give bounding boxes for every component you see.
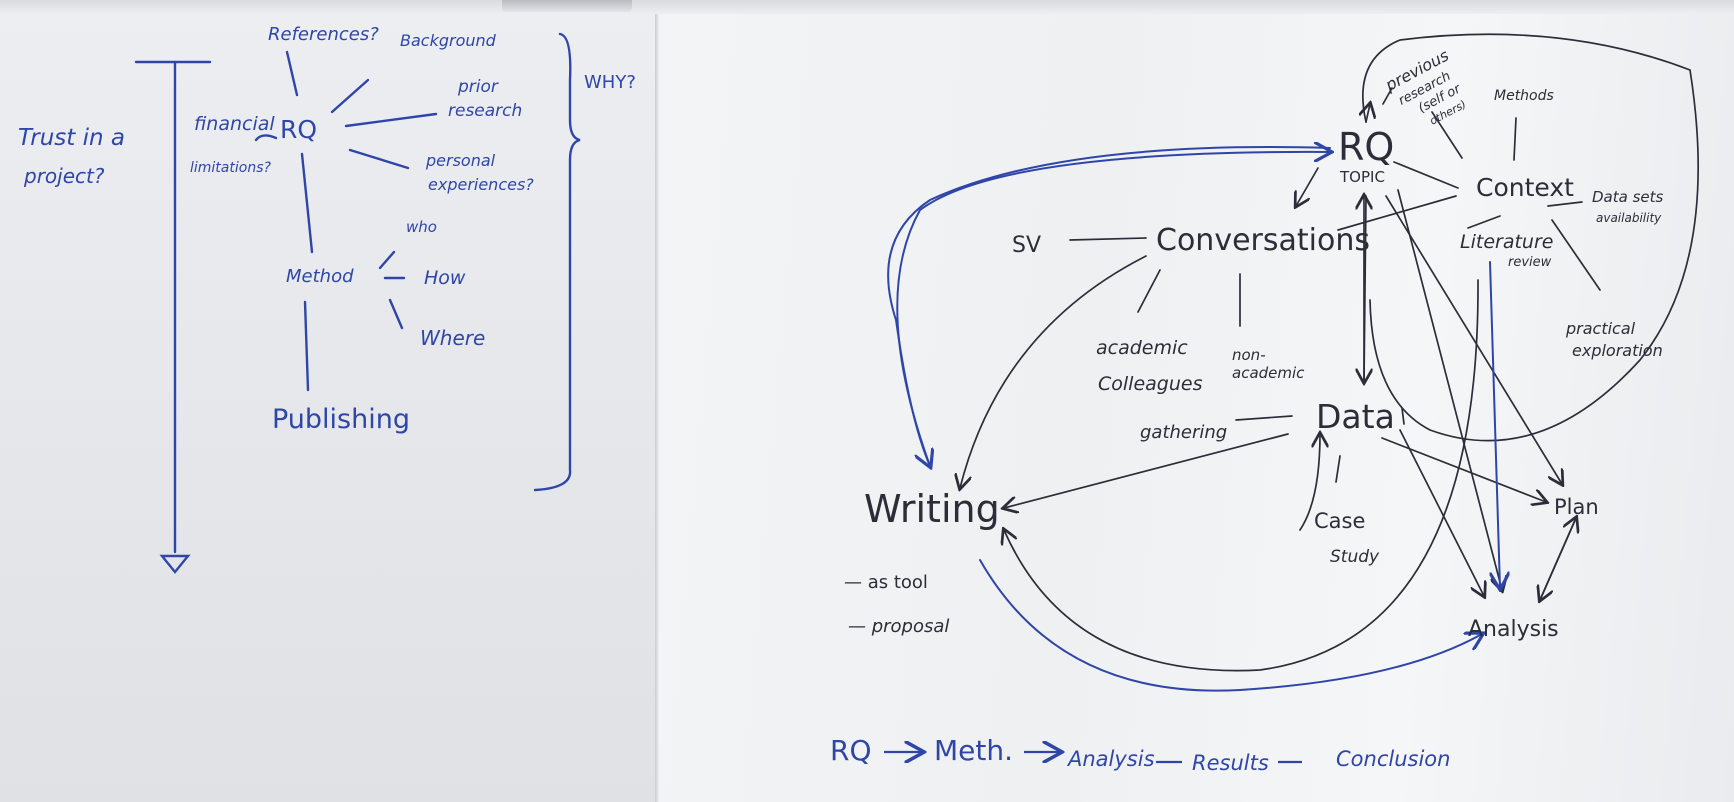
personal-line2: experiences? [428, 175, 534, 194]
sv-label: SV [1012, 233, 1041, 258]
method-who-line [378, 250, 396, 270]
rq-prior-research-line [344, 112, 438, 128]
context-writing-loop-arrow [1004, 279, 1479, 672]
rq-background-line [330, 78, 370, 114]
rq-plan-arrow [1385, 195, 1562, 484]
flow-analysis-label: Analysis [1066, 747, 1155, 771]
prior-research-line2: research [448, 101, 522, 121]
left-rq-label: RQ [280, 115, 317, 144]
financial-rq-link [254, 134, 278, 142]
publishing-label: Publishing [272, 404, 410, 435]
financial-line1: financial [194, 113, 275, 135]
rq-method-line [300, 152, 314, 254]
practical-line2: exploration [1572, 341, 1663, 360]
why-label: WHY? [584, 72, 636, 93]
data-sets-line2: availability [1596, 211, 1662, 225]
analysis-label: Analysis [1468, 617, 1559, 642]
context-datasets-line [1547, 201, 1583, 207]
left-whiteboard-panel [0, 0, 655, 802]
timeline-arrow-head [159, 554, 191, 574]
as-tool-label: — as tool [844, 572, 928, 593]
marker-tray [502, 0, 632, 12]
academic-line2: Colleagues [1098, 373, 1203, 395]
rq-personal-line [348, 148, 410, 170]
left-labels: Trust in a project? References? Backgrou… [18, 24, 636, 435]
writing-analysis-blue-arrow [979, 559, 1482, 692]
literature-analysis-blue-arrow [1489, 261, 1500, 588]
proposal-label: — proposal [848, 616, 949, 637]
rq-references-line [285, 50, 299, 97]
non-academic-line1: non- [1232, 346, 1266, 364]
method-where-line [388, 298, 404, 330]
practical-line1: practical [1565, 319, 1636, 338]
context-loop-curve [1362, 33, 1700, 442]
academic-line1: academic [1096, 337, 1188, 359]
flow-results-label: Results [1192, 751, 1269, 775]
conversations-academic-line [1137, 269, 1161, 313]
financial-line2: limitations? [190, 160, 271, 176]
plan-label: Plan [1554, 495, 1599, 519]
where-label: Where [420, 326, 485, 350]
who-label: who [406, 218, 437, 236]
context-label: Context [1476, 173, 1574, 202]
references-label: References? [268, 24, 379, 45]
data-sets-line1: Data sets [1592, 188, 1664, 206]
flow-method-label: Meth. [934, 734, 1013, 767]
literature-review-line2: review [1508, 255, 1552, 270]
background-label: Background [400, 31, 497, 50]
bottom-flow: RQ Meth. Analysis Results Conclusion [830, 734, 1450, 775]
loop-into-rq-arrow [1366, 104, 1370, 123]
methods-label: Methods [1494, 88, 1554, 104]
flow-conclusions-label: Conclusion [1336, 747, 1450, 771]
flow-rq-label: RQ [830, 734, 872, 767]
trust-label-line1: Trust in a [18, 125, 125, 151]
conversations-writing-arrow [960, 255, 1147, 488]
prior-research-line1: prior [457, 77, 499, 97]
right-blue-connectors [887, 147, 1500, 692]
method-publishing-line [303, 300, 310, 392]
data-casestudy-line [1335, 455, 1341, 483]
non-academic-line2: academic [1232, 364, 1305, 382]
rq-conversations-arrow [1296, 167, 1319, 206]
gathering-data-line [1235, 415, 1293, 421]
analysis-plan-arrow [1539, 518, 1576, 601]
writing-label: Writing [864, 487, 1000, 531]
panel-seam [655, 0, 660, 802]
context-previous-line [1431, 111, 1463, 159]
case-study-line1: Case [1314, 509, 1365, 533]
right-connectors [960, 33, 1700, 672]
rq-analysis-arrow [1397, 189, 1502, 590]
casestudy-data-arrow [1299, 434, 1320, 531]
context-methods-line [1513, 117, 1517, 161]
gathering-label: gathering [1140, 422, 1227, 443]
topic-label: TOPIC [1339, 168, 1385, 186]
data-writing-arrow [1004, 433, 1289, 508]
method-label: Method [286, 266, 354, 287]
data-label: Data [1316, 397, 1395, 436]
writing-rq-blue-arrow [896, 152, 1330, 467]
rq-context-line [1393, 161, 1459, 189]
right-labels: RQ TOPIC previous research (self or othe… [844, 46, 1664, 642]
whiteboard-top-frame [0, 0, 1734, 14]
context-literature-line [1467, 215, 1501, 229]
how-label: How [424, 267, 466, 289]
context-practical-line [1551, 219, 1601, 291]
trust-label-line2: project? [23, 164, 105, 188]
left-mindmap [134, 32, 581, 574]
data-analysis-arrow [1399, 429, 1484, 596]
why-brace [533, 32, 581, 492]
personal-line1: personal [425, 151, 496, 170]
case-study-line2: Study [1330, 547, 1380, 567]
rq-previous-line [1382, 87, 1393, 105]
data-slash-mark [1401, 407, 1405, 425]
right-rq-label: RQ [1338, 125, 1394, 169]
literature-review-line1: Literature [1460, 231, 1553, 253]
sv-conversations-line [1069, 237, 1147, 241]
conversations-label: Conversations [1156, 223, 1370, 258]
